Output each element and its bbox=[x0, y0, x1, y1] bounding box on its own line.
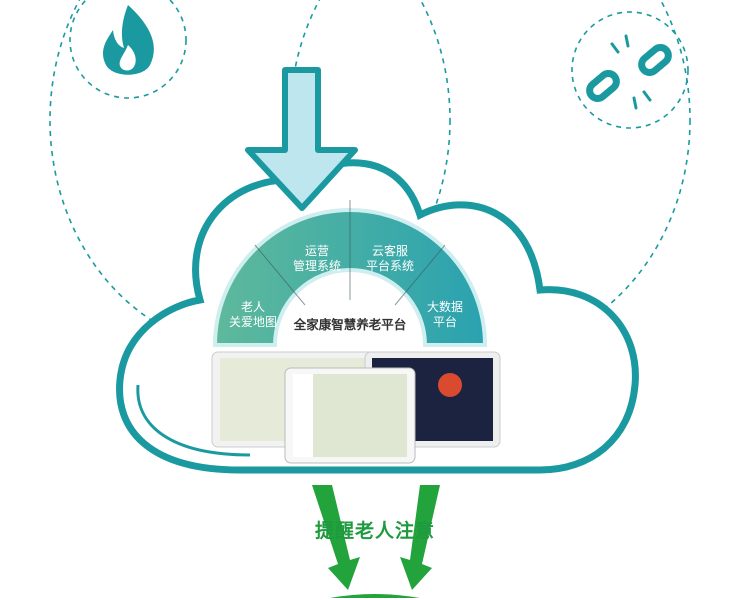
segment-big-data: 大数据 平台 bbox=[426, 300, 463, 329]
broken-link-icon bbox=[586, 34, 672, 110]
cloud-inner-line bbox=[136, 384, 251, 457]
fire-icon bbox=[103, 5, 154, 75]
alert-text: 提醒老人注意 bbox=[314, 520, 435, 542]
arc-dividers bbox=[254, 200, 446, 306]
down-arrow-icon bbox=[245, 67, 358, 211]
platform-title: 全家康智慧养老平台 bbox=[293, 317, 407, 332]
segment-elderly-care-map: 老人 关爱地图 bbox=[228, 300, 277, 329]
segment-operations-management: 运营 管理系统 bbox=[292, 244, 341, 273]
dashed-orbits bbox=[49, 0, 691, 351]
orbit-left bbox=[49, 0, 451, 351]
segment-cloud-customer-service: 云客服 平台系统 bbox=[365, 244, 414, 273]
alert-arrows bbox=[312, 485, 440, 598]
tablet-center bbox=[284, 367, 416, 464]
link-orbit-circle bbox=[571, 11, 689, 129]
orbit-right bbox=[289, 0, 691, 351]
platform-arc bbox=[212, 208, 488, 347]
fire-orbit-circle bbox=[69, 0, 187, 99]
